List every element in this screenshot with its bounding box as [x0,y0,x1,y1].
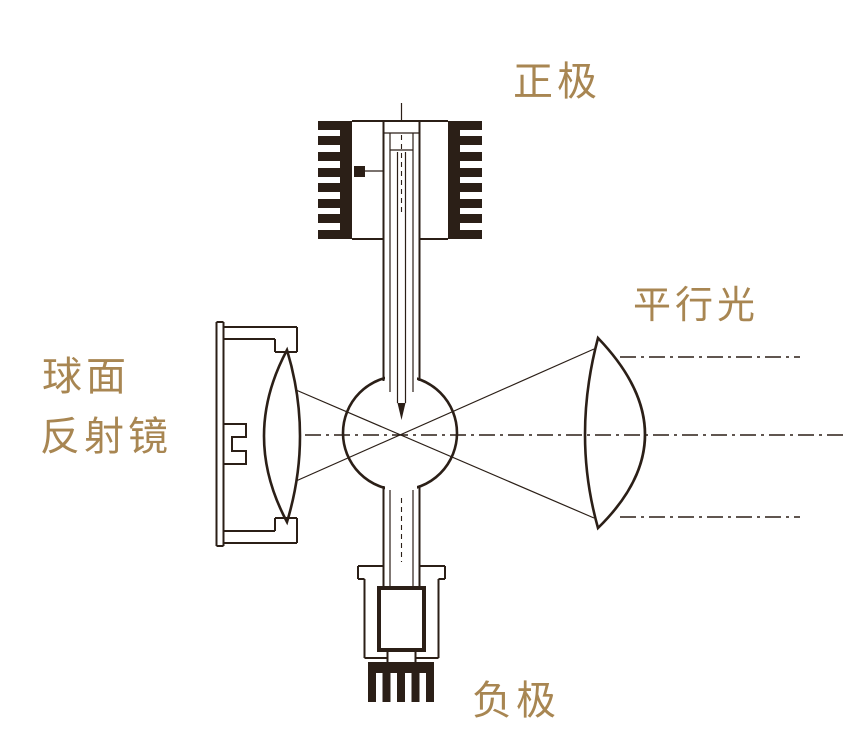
spherical-reflector-assembly [215,321,302,547]
condenser-lens [583,335,647,531]
anode-assembly [318,120,482,240]
label-spherical-reflector-line2: 反射镜 [40,414,172,460]
light-rays [295,348,595,519]
optical-axis-lines [305,356,843,518]
lamp-tube [382,103,421,588]
label-parallel-light: 平行光 [633,283,759,327]
labels: 正极 平行光 球面 反射镜 负极 [40,59,759,724]
label-anode: 正极 [513,59,601,105]
lamp-bulb [341,372,459,494]
label-cathode: 负极 [472,678,560,724]
cathode-assembly [357,565,446,702]
label-spherical-reflector-line1: 球面 [42,354,130,400]
